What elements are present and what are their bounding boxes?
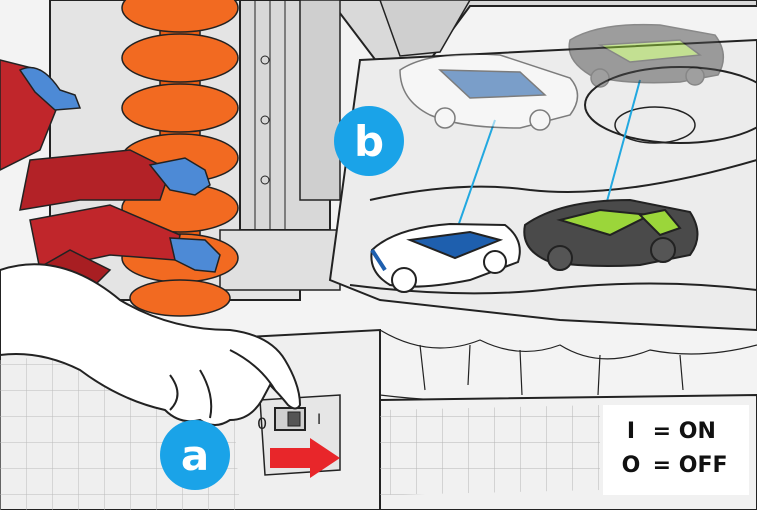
legend-row-off: O = OFF [617, 453, 728, 478]
green-car-ghost [569, 25, 723, 87]
legend-on-text: = ON [653, 419, 716, 444]
legend-on-symbol: I [617, 419, 645, 444]
legend-off-text: = OFF [653, 453, 728, 478]
legend-off-symbol: O [617, 453, 645, 478]
switch-off-mark: 0 [257, 414, 267, 433]
power-legend: I = ON O = OFF [603, 405, 749, 495]
step-badge-b: b [334, 106, 404, 176]
switch-on-mark: I [317, 412, 321, 428]
legend-row-on: I = ON [617, 419, 716, 444]
step-badge-a: a [160, 420, 230, 490]
power-switch-icon[interactable] [275, 408, 305, 430]
